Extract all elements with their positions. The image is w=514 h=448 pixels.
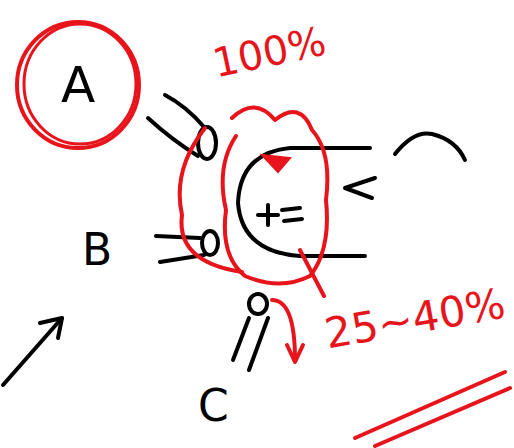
highlight-scribble <box>223 107 328 283</box>
underline <box>355 372 505 438</box>
circle-stroke <box>24 24 136 144</box>
arrow-mark <box>345 178 375 198</box>
curve-line <box>395 133 465 160</box>
highlight-fill <box>262 155 290 172</box>
underline <box>375 388 510 446</box>
body-outline <box>238 148 370 256</box>
arm-line <box>165 95 204 127</box>
arm-line <box>249 318 268 370</box>
circle-stroke <box>17 22 139 148</box>
part-label: C <box>198 384 229 428</box>
joint-ring <box>249 294 267 314</box>
arm-line <box>233 318 249 360</box>
scribble-mark <box>258 205 302 225</box>
percent-label: 100% <box>209 21 329 84</box>
arrow-head <box>287 345 303 362</box>
circled-label: A <box>15 20 141 150</box>
node-text: A <box>61 60 95 110</box>
arrow-head <box>40 318 62 338</box>
leader-line <box>300 250 324 296</box>
highlight-scribble <box>180 128 242 272</box>
pointer-arrow <box>3 318 62 385</box>
part-label: B <box>82 228 112 272</box>
joint-ring <box>202 231 218 255</box>
percent-label: 25~40% <box>321 283 508 356</box>
arm-line <box>156 236 200 238</box>
